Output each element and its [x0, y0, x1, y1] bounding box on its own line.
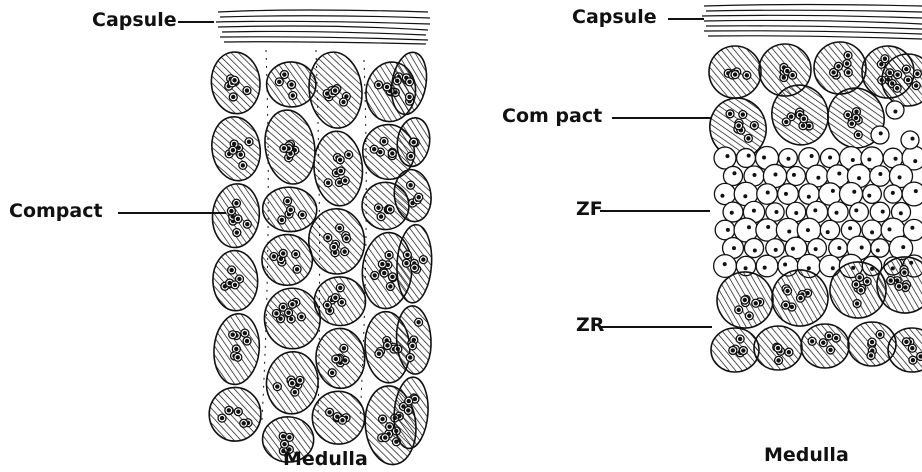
compact-cell: [392, 376, 431, 450]
compact-cell: [261, 185, 319, 234]
zf-cell: [850, 203, 869, 222]
zf-cell: [862, 220, 882, 240]
compact-cell: [211, 312, 262, 387]
compact-cell: [264, 350, 320, 416]
zf-cell: [714, 147, 736, 169]
zf-cell: [902, 182, 922, 206]
left-capsule-label: Capsule: [92, 9, 177, 31]
zr-cell: [801, 324, 849, 368]
right-zr-label: ZR: [576, 314, 604, 336]
zf-cell: [886, 101, 904, 119]
zr-cell: [768, 266, 833, 331]
zf-cell: [737, 149, 756, 168]
zf-cell: [744, 238, 763, 257]
compact-cell: [310, 389, 367, 447]
compact-cell: [261, 234, 313, 286]
left-capsule-layer: [216, 10, 430, 44]
zf-cell: [884, 185, 902, 203]
zf-cell: [820, 220, 839, 239]
compact-cell: [814, 42, 866, 94]
zf-cell: [870, 166, 891, 187]
left-medulla-label: Medulla: [283, 448, 368, 470]
zf-cell: [715, 220, 735, 240]
right-zone-cells: [703, 42, 922, 372]
compact-cell: [210, 182, 262, 250]
right-capsule-label: Capsule: [572, 6, 657, 28]
zr-cell: [754, 326, 802, 370]
zf-cell: [871, 126, 889, 144]
compact-cell: [209, 50, 263, 116]
zf-cell: [870, 202, 890, 222]
zf-cell: [828, 202, 848, 222]
zf-cell: [723, 166, 742, 185]
compact-cell: [264, 287, 321, 349]
zf-cell: [778, 184, 799, 205]
zf-cell: [766, 239, 785, 258]
zf-cell: [756, 255, 778, 277]
compact-cell: [395, 224, 434, 304]
left-compact-label: Compact: [9, 200, 103, 222]
zf-cell: [756, 219, 778, 241]
sinusoid-line: [262, 50, 268, 420]
zr-cell: [711, 328, 759, 372]
zf-cell: [757, 184, 778, 205]
left-compact-cells: [207, 49, 434, 467]
zf-cell: [787, 167, 806, 186]
compact-cell: [305, 49, 366, 131]
compact-cell: [212, 250, 259, 312]
zf-cell: [871, 239, 889, 257]
zf-cell: [901, 131, 919, 149]
right-medulla-label: Medulla: [764, 444, 849, 466]
zf-cell: [863, 185, 882, 204]
zf-cell: [779, 149, 798, 168]
right-compact-label: Com pact: [502, 105, 602, 127]
compact-cell: [311, 129, 365, 207]
compact-cell: [709, 46, 761, 98]
compact-cell: [208, 386, 262, 442]
compact-cell: [207, 113, 264, 184]
zf-cell: [829, 239, 848, 258]
right-capsule-layer: [702, 5, 922, 40]
compact-cell: [314, 327, 366, 389]
right-zf-label: ZF: [576, 198, 603, 220]
compact-cell: [260, 107, 320, 188]
